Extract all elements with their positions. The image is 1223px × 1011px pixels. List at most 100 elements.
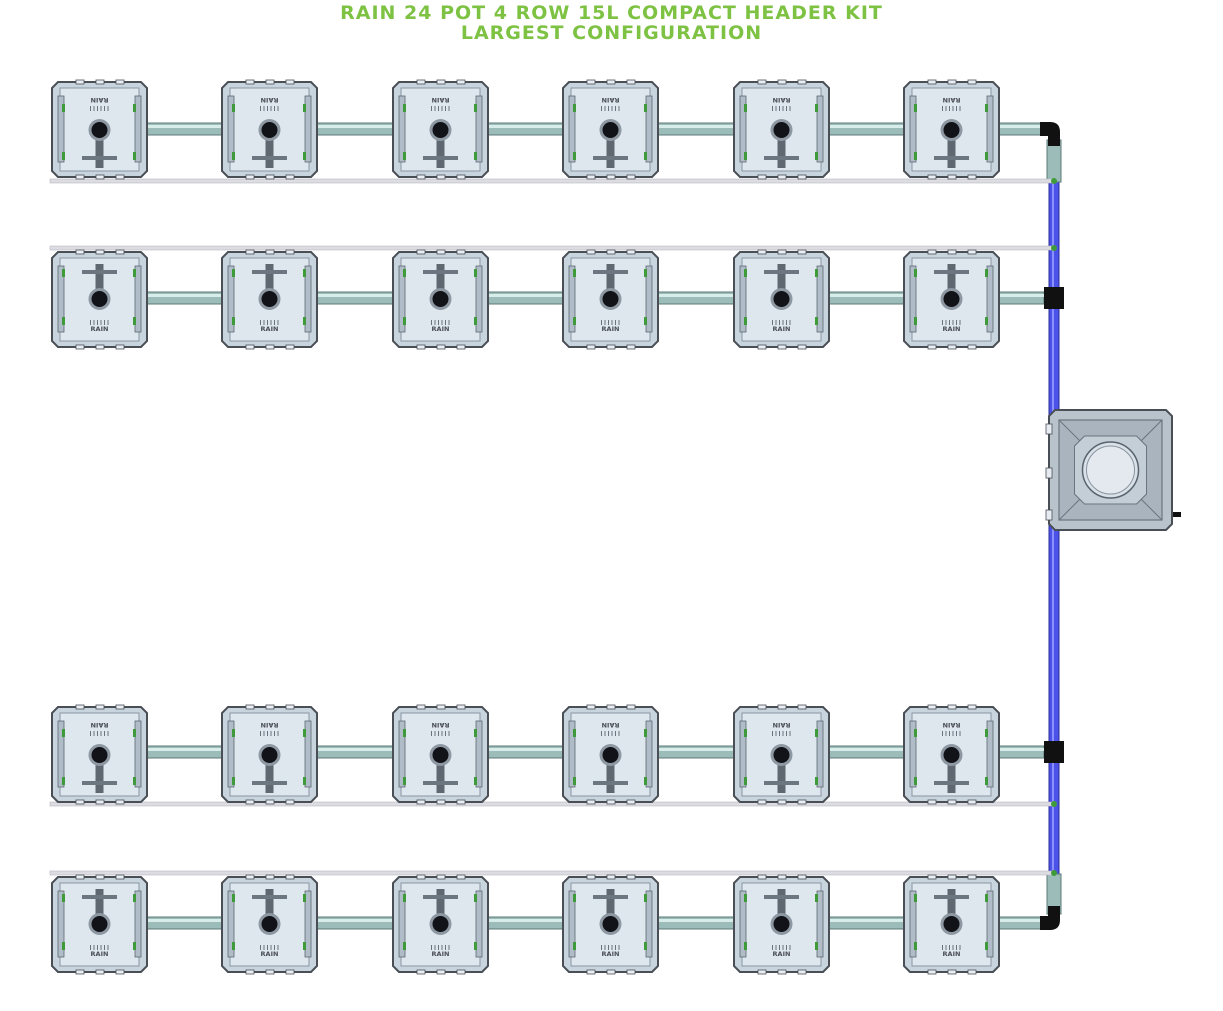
pot-edge-tab (626, 79, 636, 85)
pot-clip (985, 942, 988, 950)
pot-vent (601, 320, 602, 325)
pot-edge-tab (757, 174, 767, 180)
pot-edge-tab (416, 174, 426, 180)
pot-vent (956, 106, 957, 111)
pot-edge-tab (285, 249, 295, 255)
pot-edge-tab (797, 799, 807, 805)
pot-vent (782, 106, 784, 111)
pot-side-rail-right (816, 265, 824, 333)
pot-side-rail-right (304, 890, 312, 958)
pot: RAIN (392, 874, 489, 975)
pot-vent (604, 945, 606, 950)
pot-vent (100, 945, 102, 950)
pot-vent (263, 945, 265, 950)
pot-dripper-arm (436, 889, 445, 925)
pot-clip (914, 729, 917, 737)
pot-dripper-arm (777, 264, 786, 300)
pot-dripper-crossbar (764, 156, 799, 160)
pot-edge-tab (777, 344, 787, 350)
pot-label: RAIN (91, 96, 109, 104)
pot-outlet-hole (943, 122, 960, 138)
pot-clip (644, 942, 647, 950)
pot-edge-tab (797, 174, 807, 180)
pot-edge-tab (75, 344, 85, 350)
pot-vent (959, 945, 961, 950)
pot-side-rail-left (398, 95, 406, 163)
pot-vent (270, 106, 272, 111)
pot: RAIN (392, 704, 489, 805)
pot-dripper-crossbar (764, 781, 799, 785)
pot-vent (959, 320, 961, 325)
pot-edge-tab (777, 79, 787, 85)
pot-vent (779, 945, 780, 950)
pot-clip (744, 894, 747, 902)
pot-edge-tab (626, 704, 636, 710)
pot-dripper-crossbar (423, 895, 458, 899)
pot-clip (644, 317, 647, 325)
pot-outlet-hole (773, 291, 790, 307)
pot-edge-tab (967, 704, 977, 710)
feed-line-row-3 (49, 801, 1055, 807)
pot-vent (601, 945, 602, 950)
pot: RAIN (733, 249, 830, 350)
pot-clip (985, 777, 988, 785)
pot-edge-tab (967, 874, 977, 880)
pot-outlet-hole (943, 291, 960, 307)
diagram-title-line2: LARGEST CONFIGURATION (460, 22, 763, 44)
pot: RAIN (903, 79, 1000, 180)
pot-vent (277, 731, 279, 736)
pot-clip (133, 777, 136, 785)
pot-dripper-arm (436, 264, 445, 300)
pot-side-rail-right (816, 890, 824, 958)
pot-clip (573, 942, 576, 950)
pot-vent (615, 945, 616, 950)
pot-edge-tab (586, 174, 596, 180)
pot-vent (90, 945, 91, 950)
pot-vent (431, 731, 432, 736)
pot-vent (107, 106, 109, 111)
pot-dripper-crossbar (82, 156, 117, 160)
pot-vent (615, 106, 616, 111)
pot-vent (445, 106, 446, 111)
pot-vent (260, 731, 261, 736)
pot-clip (232, 729, 235, 737)
pot-edge-tab (115, 79, 125, 85)
pot-dripper-arm (947, 889, 956, 925)
pot-clip (644, 894, 647, 902)
pot-clip (815, 942, 818, 950)
pot: RAIN (903, 249, 1000, 350)
pot-clip (303, 104, 306, 112)
pot-edge-tab (967, 799, 977, 805)
reservoir-stub (1045, 509, 1053, 521)
pot-edge-tab (75, 79, 85, 85)
pot-clip (744, 152, 747, 160)
pot-dripper-crossbar (934, 781, 969, 785)
pot-vent (956, 320, 957, 325)
pot-vent (945, 106, 947, 111)
pot-clip (62, 317, 65, 325)
pot-side-rail-right (475, 720, 483, 788)
pot-vent (772, 106, 773, 111)
pot-dripper-crossbar (423, 781, 458, 785)
pot-vent (104, 945, 105, 950)
pot-vent (608, 106, 609, 111)
pot-clip (815, 317, 818, 325)
pot-clip (644, 729, 647, 737)
pot-clip (474, 729, 477, 737)
pot-dripper-arm (95, 130, 104, 168)
reservoir-stub (1045, 423, 1053, 435)
pot-edge-tab (797, 969, 807, 975)
pot: RAIN (562, 704, 659, 805)
pot-side-rail-right (816, 95, 824, 163)
pot-dripper-crossbar (593, 156, 628, 160)
pot-vent (445, 945, 446, 950)
pot-vent (789, 731, 791, 736)
pot-clip (914, 317, 917, 325)
pot-label: RAIN (261, 96, 279, 104)
pot-edge-tab (797, 704, 807, 710)
pot-clip (62, 104, 65, 112)
pot-dripper-arm (265, 755, 274, 793)
pot-label: RAIN (602, 721, 620, 729)
pot-vent (945, 945, 947, 950)
pot-edge-tab (606, 874, 616, 880)
